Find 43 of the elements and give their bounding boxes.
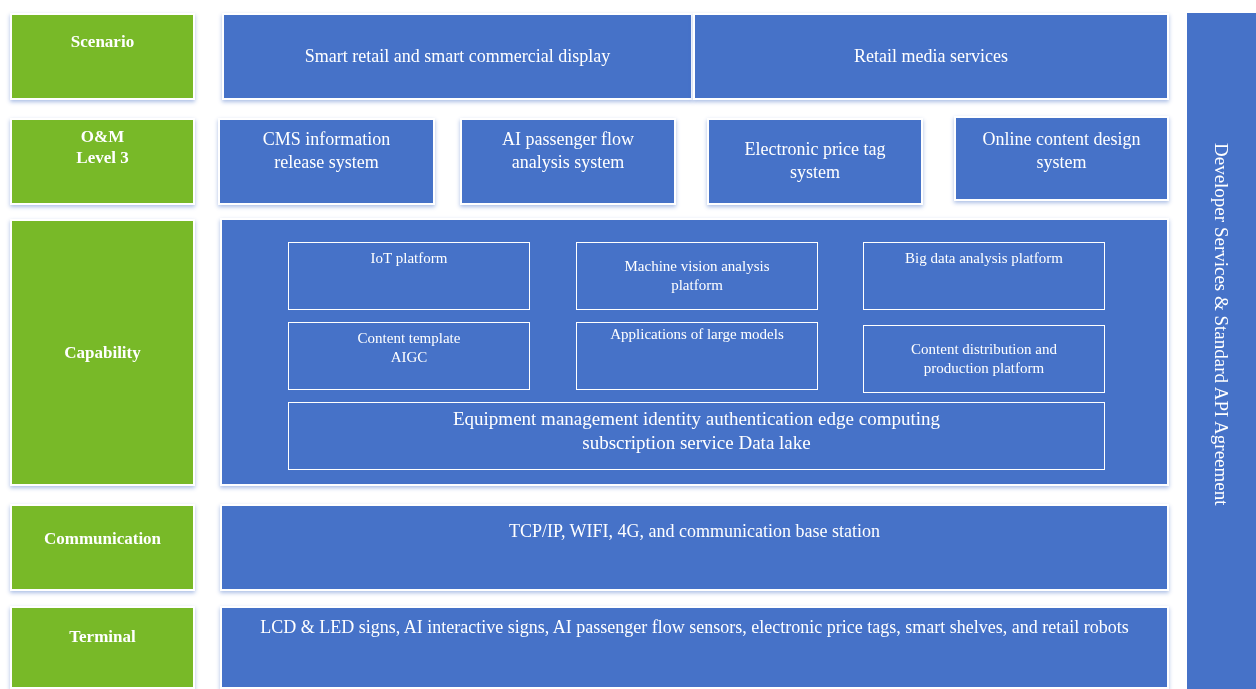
module-label: Equipment management identity authentication edge computing subscription service Data lake <box>452 407 941 455</box>
module-label: AI passenger flow analysis system <box>501 128 635 173</box>
module-label: Machine vision analysis platform <box>623 257 771 295</box>
platform-box <box>576 242 818 310</box>
module-label: Content template AIGC <box>356 329 462 367</box>
module-box <box>220 606 1169 689</box>
module-label: Smart retail and smart commercial display <box>304 45 611 68</box>
layer-label-box <box>10 118 195 205</box>
module-box <box>707 118 923 205</box>
capability-panel <box>220 218 1169 486</box>
module-label: TCP/IP, WIFI, 4G, and communication base station <box>508 520 881 543</box>
platform-box <box>288 242 530 310</box>
module-box <box>222 13 693 100</box>
module-label: Developer Services & Standard API Agreement <box>1210 143 1234 506</box>
layer-label-box <box>10 13 195 100</box>
module-label: Electronic price tag system <box>743 138 887 183</box>
platform-box <box>863 242 1105 310</box>
module-label: LCD & LED signs, AI interactive signs, AI passenger flow sensors, electronic price tags, smart shelves, and retail robots <box>260 616 1129 639</box>
module-box <box>954 116 1169 201</box>
service-box <box>288 402 1105 470</box>
module-box <box>220 504 1169 591</box>
module-label: Capability <box>64 341 141 364</box>
platform-box <box>863 325 1105 393</box>
module-label: Scenario <box>70 31 135 53</box>
module-label: IoT platform <box>370 249 448 268</box>
module-label: Communication <box>43 528 162 550</box>
layer-label-box <box>10 606 195 689</box>
module-label: Retail media services <box>854 45 1008 68</box>
module-label: Online content design system <box>981 128 1142 173</box>
module-box <box>460 118 676 205</box>
module-label: O&M Level 3 <box>75 126 130 169</box>
platform-box <box>288 322 530 390</box>
module-label: Big data analysis platform <box>905 249 1063 268</box>
module-label: Applications of large models <box>610 325 784 344</box>
layer-label-box <box>10 219 195 486</box>
module-label: Terminal <box>69 626 136 648</box>
module-label: CMS information release system <box>261 128 392 173</box>
module-label: Content distribution and production platform <box>910 340 1058 378</box>
module-box <box>693 13 1169 100</box>
layer-label-box <box>10 504 195 591</box>
platform-box <box>576 322 818 390</box>
side-panel <box>1187 13 1256 689</box>
module-box <box>218 118 435 205</box>
